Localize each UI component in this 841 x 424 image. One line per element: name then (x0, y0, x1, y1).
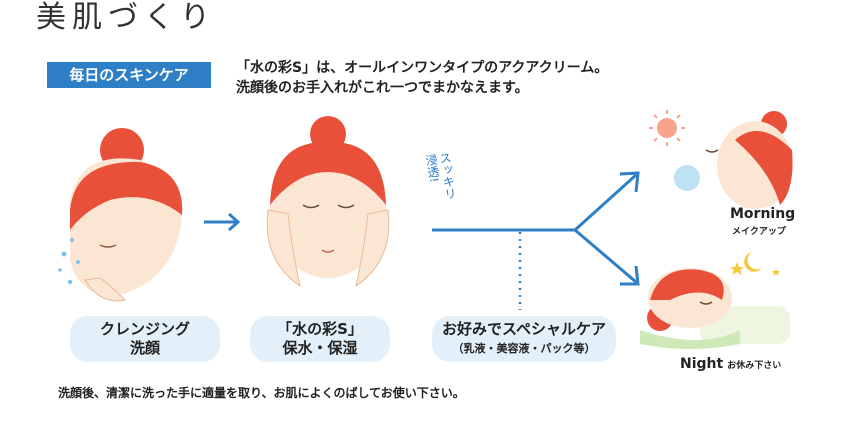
night-title: Night (680, 356, 724, 372)
intro-line-2: 洗顔後のお手入れがこれ一つでまかなえます。 (236, 80, 529, 96)
step-cleansing-line2: 洗顔 (129, 339, 160, 357)
section-badge: 毎日のスキンケア (47, 62, 211, 88)
sukkiri-text: スッキリ (437, 151, 458, 200)
step-special-line1: お好みでスペシャルケア (442, 320, 606, 338)
morning-label: Morning (730, 206, 796, 222)
flow-branch (432, 171, 640, 310)
step-cream-line1: 「水の彩S」 (277, 320, 363, 338)
sukkiri-accent: スッキリ 浸透! (423, 151, 458, 200)
cleansing-face-illustration (58, 128, 183, 302)
page-title: 美肌づくり (36, 0, 216, 35)
step-arrow (204, 212, 241, 232)
step-cleansing-line1: クレンジング (99, 320, 190, 338)
intro-line-1: 「水の彩S」は、オールインワンタイプのアクアクリーム。 (236, 60, 609, 76)
night-face-illustration (640, 252, 790, 349)
intro-text: 「水の彩S」は、オールインワンタイプのアクアクリーム。 洗顔後のお手入れがこれ一… (236, 58, 608, 98)
shinto-text: 浸透! (423, 153, 441, 184)
night-sub-label: お休み下さい (727, 361, 782, 371)
step-cleansing-pill: クレンジング 洗顔 (70, 316, 220, 362)
step-special-care-pill: お好みでスペシャルケア （乳液・美容液・パック等） (432, 316, 616, 362)
step-cream-line2: 保水・保湿 (282, 339, 358, 357)
morning-sub-label: メイクアップ (732, 227, 786, 237)
step-cream-pill: 「水の彩S」 保水・保湿 (250, 316, 390, 362)
step-special-line2: （乳液・美容液・パック等） (452, 342, 596, 355)
morning-face-illustration (649, 110, 793, 209)
applying-cream-face-illustration (266, 116, 390, 288)
usage-note: 洗顔後、清潔に洗った手に適量を取り、お肌によくのばしてお使い下さい。 (58, 386, 465, 400)
